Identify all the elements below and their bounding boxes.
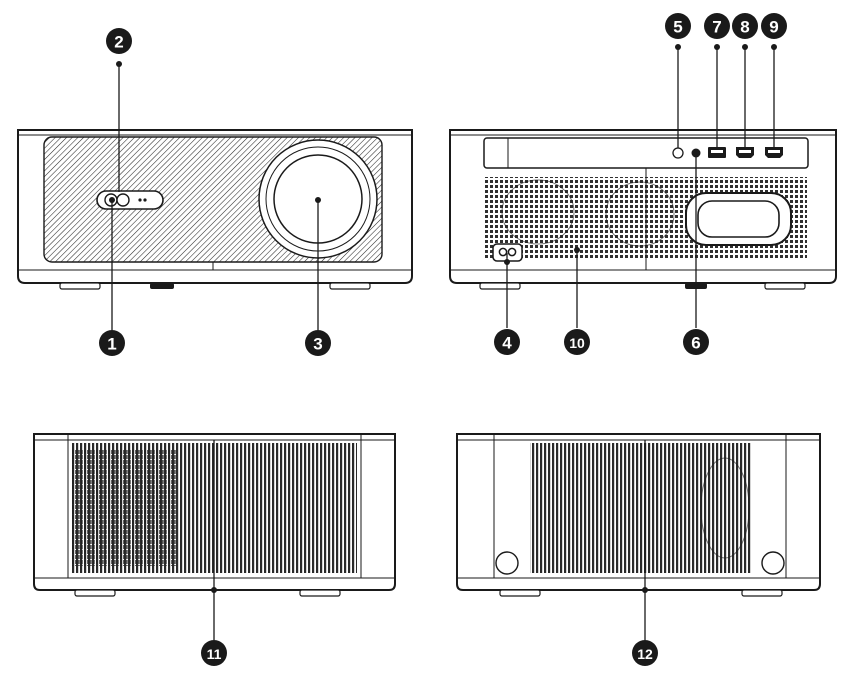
callout-badge-9: 9 <box>761 13 787 39</box>
svg-text:4: 4 <box>502 334 512 353</box>
projector-front-view-icon <box>17 129 413 290</box>
svg-text:7: 7 <box>712 18 721 37</box>
svg-text:3: 3 <box>313 335 322 354</box>
callout-badge-8: 8 <box>732 13 758 39</box>
svg-text:12: 12 <box>637 646 653 662</box>
svg-text:6: 6 <box>691 334 700 353</box>
svg-text:1: 1 <box>107 335 116 354</box>
callout-badge-2: 2 <box>106 28 132 54</box>
callout-badge-10: 10 <box>564 329 590 355</box>
rear-view: 5 7 8 9 4 10 6 <box>449 13 837 355</box>
projector-side-view-icon <box>456 433 821 597</box>
callout-badge-7: 7 <box>704 13 730 39</box>
right-side-view: 12 <box>456 433 821 666</box>
callout-badge-1: 1 <box>99 330 125 356</box>
callout-badge-3: 3 <box>305 330 331 356</box>
svg-text:2: 2 <box>114 33 123 52</box>
callout-badge-12: 12 <box>632 640 658 666</box>
callout-badge-11: 11 <box>201 640 227 666</box>
left-side-view: 11 <box>33 433 396 666</box>
projector-rear-view-icon <box>449 129 837 290</box>
callout-badge-5: 5 <box>665 13 691 39</box>
svg-text:11: 11 <box>207 646 222 662</box>
svg-text:5: 5 <box>673 18 682 37</box>
callout-badge-4: 4 <box>494 329 520 355</box>
svg-text:9: 9 <box>769 18 778 37</box>
svg-text:8: 8 <box>740 18 749 37</box>
front-view: 2 1 3 <box>17 28 413 356</box>
callout-badge-6: 6 <box>683 329 709 355</box>
svg-text:10: 10 <box>569 335 585 351</box>
